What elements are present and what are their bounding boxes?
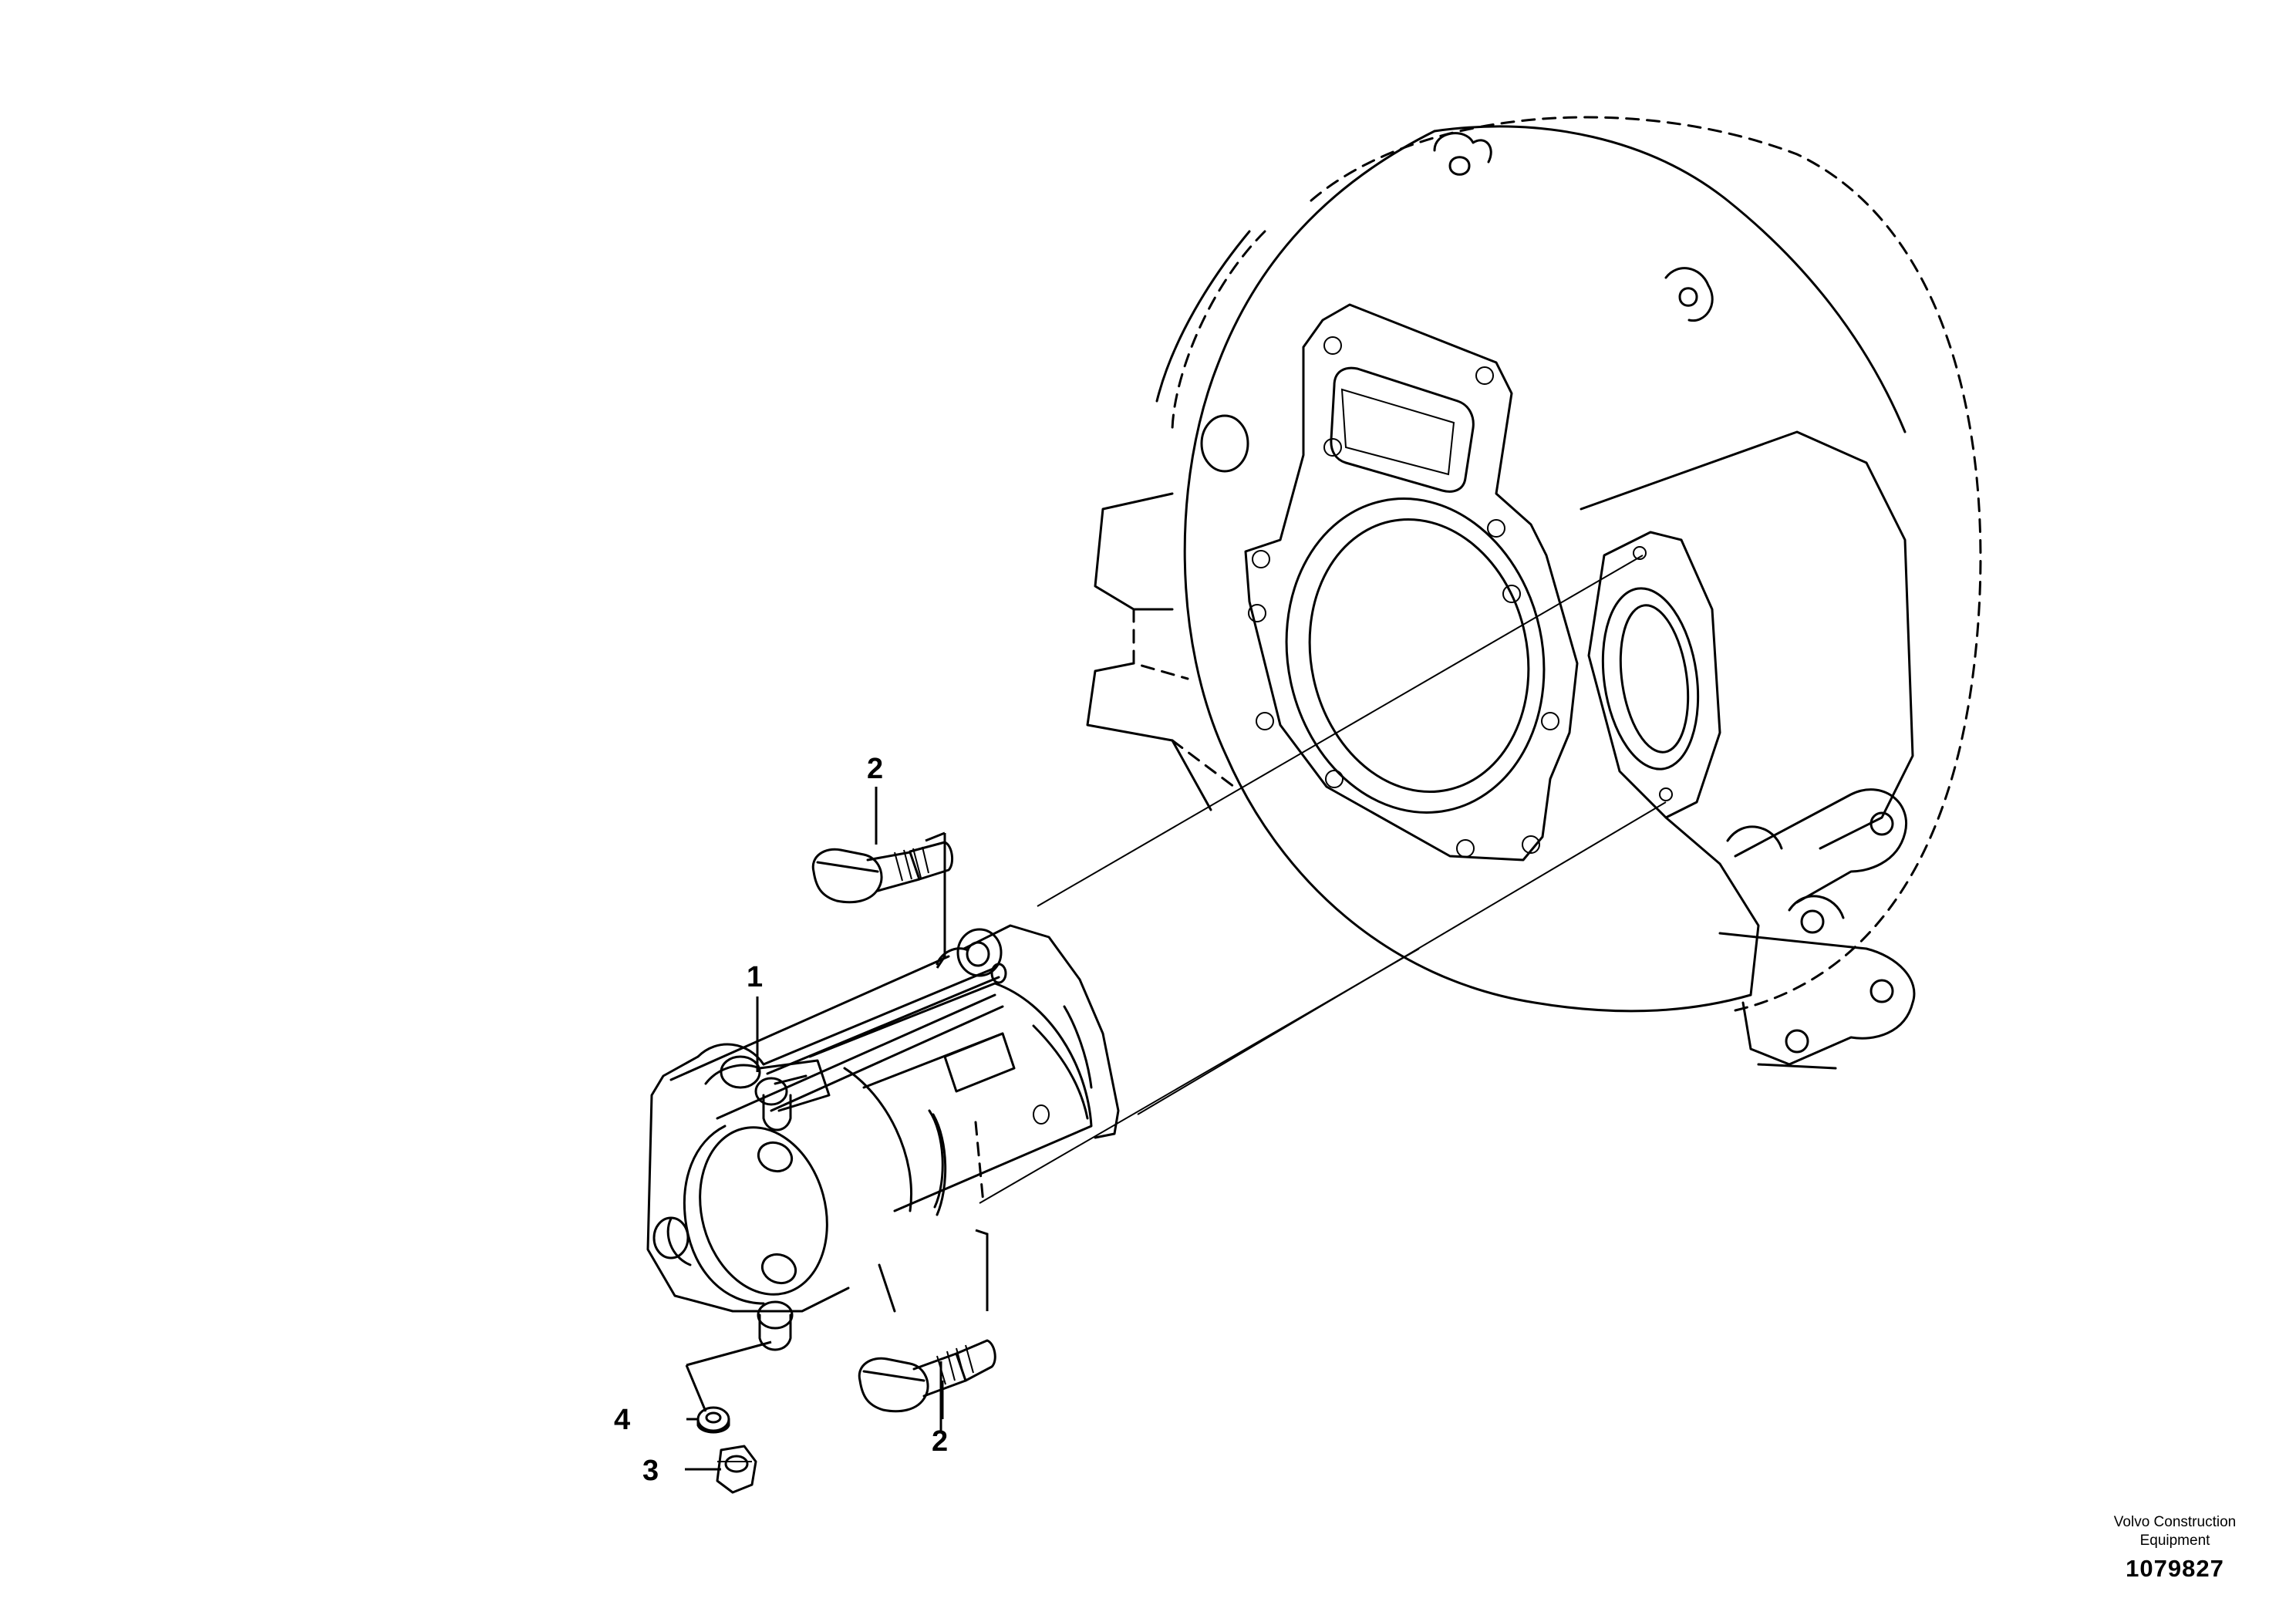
flywheel-housing (1086, 116, 1982, 1070)
nut (716, 1445, 757, 1494)
callout-2-bottom: 2 (932, 1425, 949, 1458)
bolt-lower (858, 1339, 996, 1413)
leader-lines (685, 787, 989, 1471)
bolt-upper (811, 841, 954, 904)
callout-4: 4 (614, 1404, 631, 1436)
starter-motor (646, 924, 1120, 1351)
washer (696, 1406, 730, 1434)
assembly-guide-lines (979, 555, 1667, 1204)
callout-1: 1 (747, 961, 764, 993)
brand-line-2: Equipment (2139, 1533, 2210, 1549)
callout-2-top: 2 (867, 753, 884, 785)
figure-credit: Volvo Construction Equipment 1079827 (2082, 1513, 2267, 1583)
callout-3: 3 (642, 1455, 659, 1487)
figure-number: 1079827 (2126, 1555, 2224, 1582)
brand-line-1: Volvo Construction (2113, 1514, 2237, 1530)
